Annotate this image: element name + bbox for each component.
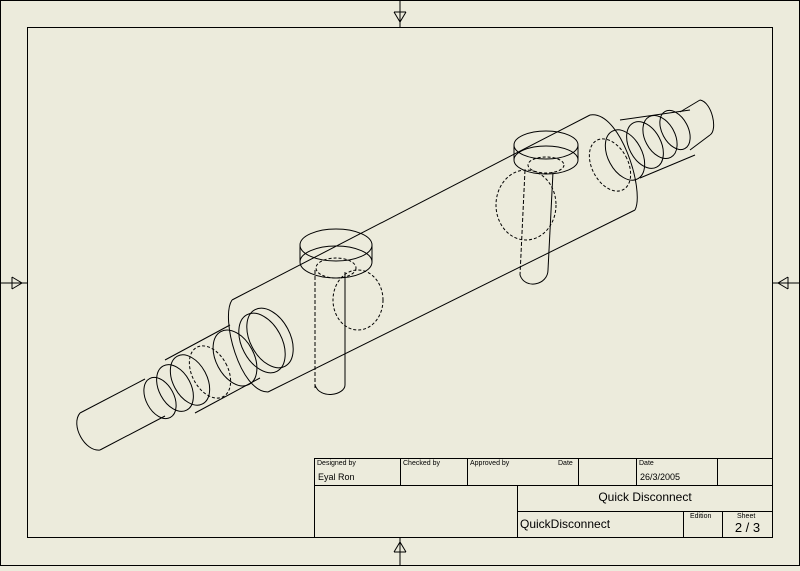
date-label: Date	[639, 460, 654, 467]
designed-by-label: Designed by	[317, 460, 356, 467]
center-mark-left	[0, 276, 27, 290]
approved-date-label: Date	[558, 460, 573, 467]
drawing-title: Quick Disconnect	[598, 490, 692, 504]
approved-by-label: Approved by	[470, 460, 510, 467]
center-mark-right	[773, 276, 800, 290]
center-mark-top	[393, 0, 407, 27]
checked-by-label: Checked by	[403, 460, 440, 467]
file-name: QuickDisconnect	[520, 517, 611, 531]
designed-by-value: Eyal Ron	[318, 472, 355, 482]
quick-disconnect-part-drawing	[76, 99, 715, 451]
date-value: 26/3/2005	[640, 472, 681, 482]
sheet-label: Sheet	[737, 513, 756, 520]
center-mark-bottom	[393, 538, 407, 566]
sheet-number: 2 / 3	[734, 520, 761, 535]
edition-label: Edition	[690, 513, 712, 520]
title-block	[314, 458, 773, 538]
